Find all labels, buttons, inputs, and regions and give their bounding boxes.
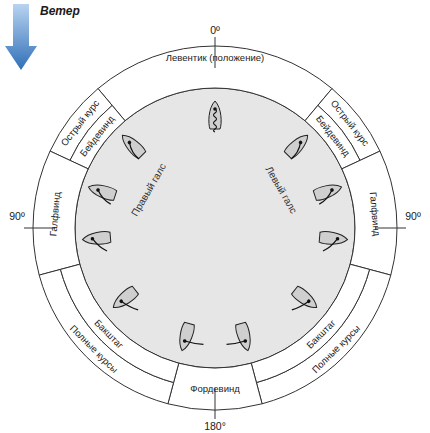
ring-sector [33, 151, 88, 275]
ring-sector [251, 264, 369, 382]
boat [318, 231, 348, 253]
ring-sector [39, 269, 173, 403]
wind-label: Ветер [40, 5, 80, 17]
ring-sector [305, 105, 360, 168]
boat [284, 285, 320, 321]
wind-arrow [5, 4, 37, 70]
inner-disc [75, 88, 355, 368]
boat [82, 231, 112, 253]
ring-sector [60, 264, 178, 382]
boat [222, 322, 253, 356]
boat-in-irons [209, 101, 221, 132]
course-ring [33, 46, 397, 410]
boats [82, 101, 348, 356]
boat [86, 181, 117, 205]
degree-label: 90º [9, 211, 25, 222]
course-label: Левентик (положение) [166, 53, 264, 63]
boat [110, 285, 146, 321]
degree-label: 180° [204, 421, 226, 432]
boat [313, 181, 344, 205]
ring-sector [342, 151, 397, 275]
boat [176, 322, 207, 356]
boat [283, 131, 312, 160]
ring-sector [256, 269, 390, 403]
ring-sector [70, 105, 125, 168]
ring-sector [98, 46, 332, 121]
course-label: Фордевинд [190, 384, 240, 394]
degree-label: 90º [405, 211, 421, 222]
boat [118, 131, 147, 160]
degree-label: 0º [210, 25, 220, 36]
